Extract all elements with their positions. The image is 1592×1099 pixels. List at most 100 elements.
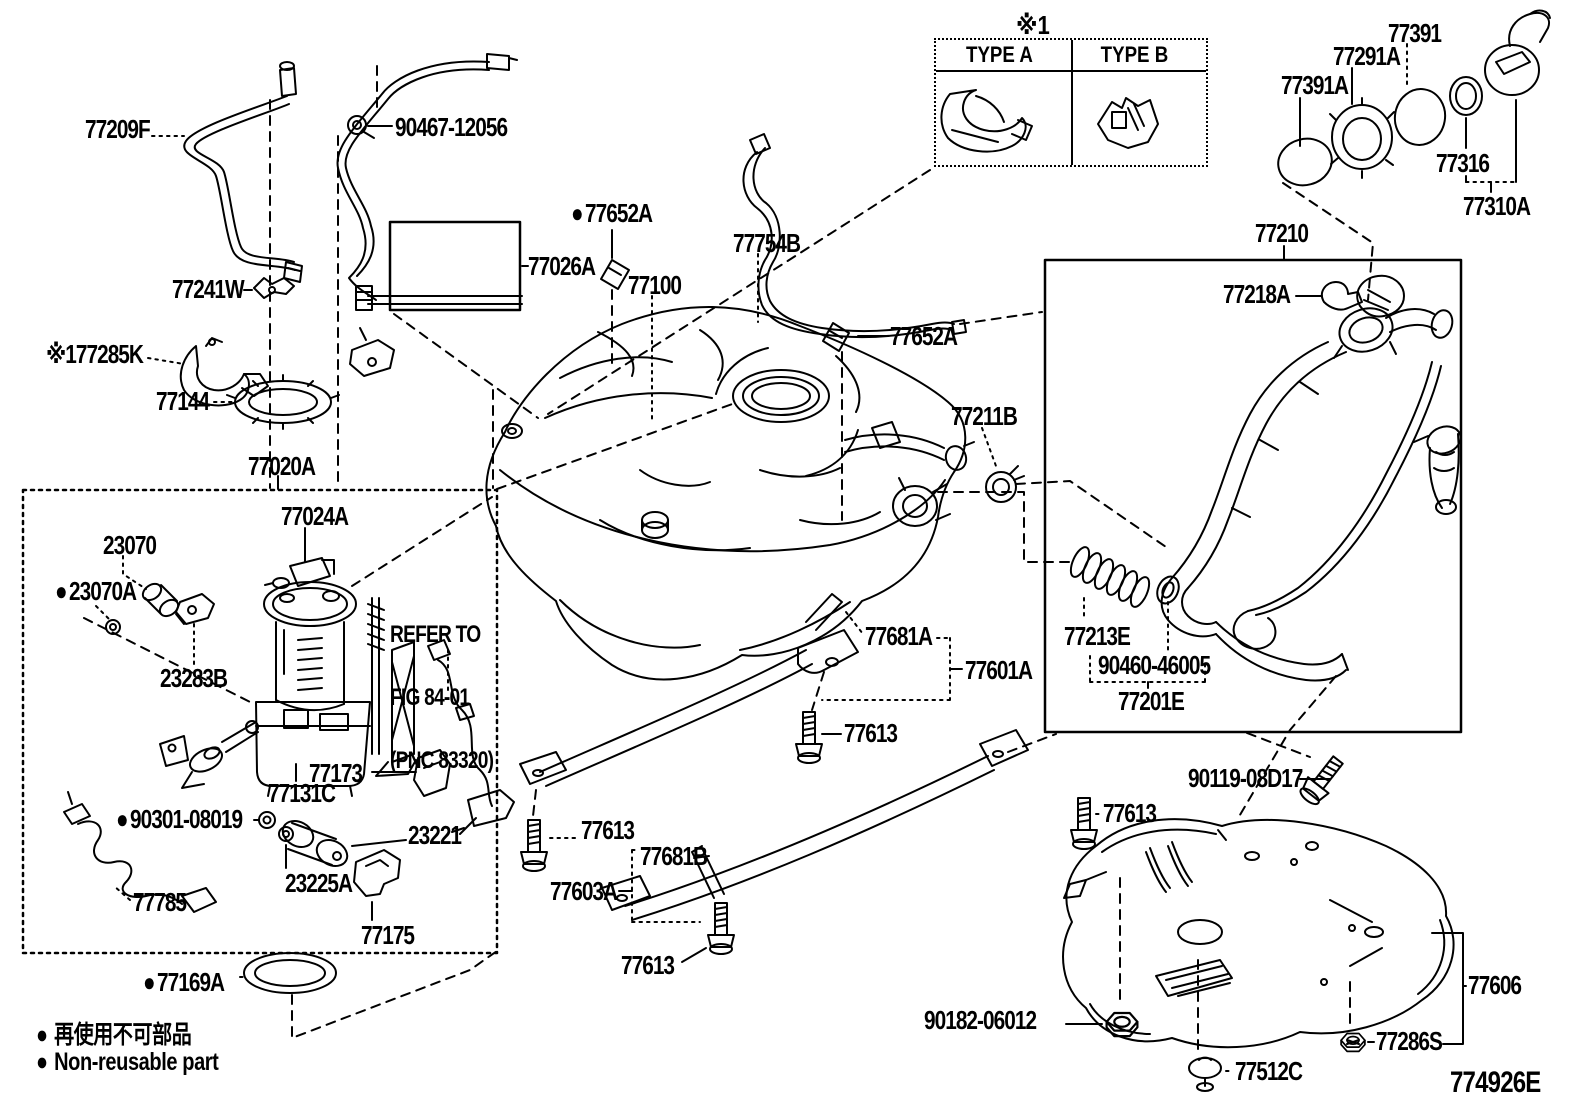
part-label-90301-08019: ●90301-08019 <box>116 804 243 834</box>
legend-row-jp: ●再使用不可部品 <box>36 1022 218 1049</box>
part-label-77241W: 77241W <box>172 274 245 304</box>
refer-note: REFER TO FIG 84-01 (PNC 83320) <box>390 582 494 792</box>
part-label-77100: 77100 <box>628 270 682 300</box>
part-label-77785: 77785 <box>133 887 187 917</box>
fuel-tube-77209F <box>183 61 303 283</box>
fuel-cap-77310A <box>1484 9 1551 96</box>
type-b-part-drawing <box>1097 97 1159 149</box>
part-label-77613: 77613 <box>844 718 898 748</box>
part-label-77213E: 77213E <box>1064 621 1131 651</box>
fuel-tank-drawing <box>485 306 975 681</box>
part-label-77211B: 77211B <box>951 401 1018 431</box>
type-table-divider <box>1071 40 1073 165</box>
non-reusable-marker-icon: ● <box>36 1021 48 1049</box>
leader-lines <box>95 43 1517 1072</box>
filler-pipe-box <box>1043 258 1463 734</box>
non-reusable-marker-icon: ● <box>36 1048 48 1076</box>
part-label-77310A: 77310A <box>1463 191 1531 221</box>
part-label-77681B: 77681B <box>640 841 708 871</box>
part-label-23283B: 23283B <box>160 663 228 693</box>
part-label-77020A: 77020A <box>248 451 316 481</box>
gasket-77169A <box>243 952 337 994</box>
part-label-23070: 23070 <box>103 530 157 560</box>
part-label-77144: 77144 <box>156 386 210 416</box>
part-label-77218A: 77218A <box>1223 279 1291 309</box>
part-label-77681A: 77681A <box>865 621 933 651</box>
pump-detail-box <box>21 488 499 955</box>
part-label-77291A: 77291A <box>1333 41 1401 71</box>
bolt-90119-icon <box>1295 750 1350 810</box>
part-label-77606: 77606 <box>1468 970 1522 1000</box>
assembly-dash-lines <box>83 65 1374 1051</box>
legend-text-en: Non-reusable part <box>54 1048 219 1076</box>
part-label-77210: 77210 <box>1255 218 1309 248</box>
part-label-77285K: ※177285K <box>46 339 144 369</box>
part-label-77391: 77391 <box>1388 18 1442 48</box>
clamp-77241W <box>253 277 295 299</box>
type-a-header: TYPE A <box>966 42 1033 67</box>
figure-code: 774926E <box>1450 1066 1541 1099</box>
clamp-90467-12056 <box>347 115 375 139</box>
part-label-77613: 77613 <box>1103 798 1157 828</box>
refer-note-line3: (PNC 83320) <box>390 747 494 774</box>
fuel-tube-90467 <box>336 53 518 301</box>
clip-77512C-icon <box>1188 1056 1222 1092</box>
part-label-77603A: 77603A <box>550 876 618 906</box>
part-label-77512C: 77512C <box>1235 1056 1303 1086</box>
ring-77291A <box>1329 97 1395 179</box>
legend-row-en: ●Non-reusable part <box>36 1048 219 1076</box>
callout-77026A-contents <box>349 285 523 377</box>
note-ref-marker: ※1 <box>46 339 77 369</box>
type-table-header-rule <box>936 70 1206 72</box>
type-a-part-drawing <box>940 89 1033 153</box>
clamp-77211B <box>985 465 1025 503</box>
fuel-tube-77754B <box>742 133 967 338</box>
part-label-77026A: 77026A <box>528 251 596 281</box>
part-label-23070A: ●23070A <box>55 576 137 606</box>
grommet-77652A-left <box>600 259 630 290</box>
filler-pipe-drawing <box>1160 307 1462 682</box>
tank-band-upper-77601A <box>519 593 859 787</box>
part-label-77316: 77316 <box>1436 148 1490 178</box>
part-label-77286S: 77286S <box>1376 1026 1443 1056</box>
part-label-77652A: ●77652A <box>571 198 653 228</box>
clips-77218A <box>1320 274 1405 318</box>
part-label-23225A: 23225A <box>285 868 353 898</box>
type-table: TYPE A TYPE B <box>934 38 1208 167</box>
legend-text-jp: 再使用不可部品 <box>54 1021 192 1049</box>
fuel-pump-assembly <box>63 557 515 913</box>
part-label-23221: 23221 <box>408 820 462 850</box>
part-label-90182-06012: 90182-06012 <box>924 1005 1037 1035</box>
type-b-header: TYPE B <box>1100 42 1169 67</box>
ring-77316 <box>1449 76 1483 116</box>
part-label-77652A: 77652A <box>890 321 958 351</box>
part-label-90467-12056: 90467-12056 <box>395 112 508 142</box>
part-label-77613: 77613 <box>621 950 675 980</box>
non-reusable-marker-icon: ● <box>143 967 156 997</box>
part-label-90119-08D17: 90119-08D17 <box>1188 763 1303 793</box>
part-label-90460-46005: 90460-46005 <box>1098 650 1211 680</box>
refer-note-line2: FIG 84-01 <box>390 684 470 711</box>
hose-77213E <box>1069 546 1151 608</box>
part-label-77131C: 77131C <box>268 778 336 808</box>
part-label-77201E: 77201E <box>1118 686 1185 716</box>
part-label-77173: 77173 <box>309 758 363 788</box>
tank-band-lower-77603A <box>601 729 1029 921</box>
gasket-77391 <box>1393 88 1447 146</box>
part-label-77754B: 77754B <box>733 228 801 258</box>
callout-box-77026A <box>388 220 522 312</box>
part-label-77175: 77175 <box>361 920 415 950</box>
legend: ●再使用不可部品 ●Non-reusable part <box>36 1022 219 1076</box>
clamp-90460-46005 <box>1156 575 1180 605</box>
non-reusable-marker-icon: ● <box>55 576 68 606</box>
under-cover-drawing <box>1062 818 1455 1049</box>
part-label-77024A: 77024A <box>281 501 349 531</box>
part-label-77613: 77613 <box>581 815 635 845</box>
part-label-77601A: 77601A <box>965 655 1033 685</box>
note-marker: ※1 <box>1016 10 1050 40</box>
retainer-ring-77144 <box>226 374 340 430</box>
part-label-77391A: 77391A <box>1281 70 1349 100</box>
nut-77286S-icon <box>1340 1032 1366 1053</box>
